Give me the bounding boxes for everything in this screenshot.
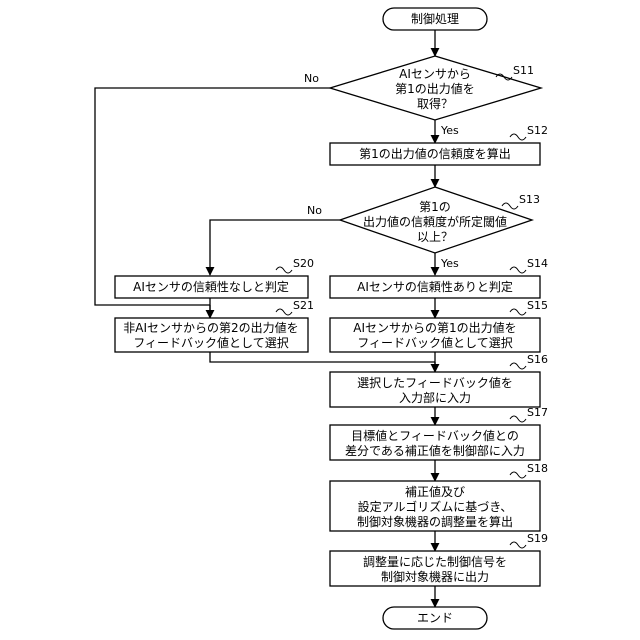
s16-id: S16 (527, 353, 548, 366)
s11-line-2: 第1の出力値を (395, 81, 475, 96)
s13-decision: 第1の 出力値の信頼度が所定閾値 以上？ (340, 187, 532, 253)
start-terminal: 制御処理 (383, 8, 487, 30)
s19-line-1: 調整量に応じた制御信号を (363, 554, 507, 569)
s14-process: AIセンサの信頼性ありと判定 (330, 276, 540, 298)
edge-s21-merge (210, 352, 435, 362)
end-terminal: エンド (383, 607, 487, 629)
s19-line-2: 制御対象機器に出力 (381, 569, 489, 584)
start-label: 制御処理 (411, 11, 459, 26)
s20-process: AIセンサの信頼性なしと判定 (115, 276, 308, 298)
s21-leader (276, 309, 292, 315)
s19-leader (510, 542, 526, 548)
s18-process: 補正値及び 設定アルゴリズムに基づき、 制御対象機器の調整量を算出 (330, 481, 540, 531)
step-tags: S11 S12 S13 S14 S15 S16 S17 S18 S19 S20 … (276, 64, 548, 548)
s17-leader (510, 416, 526, 422)
s14-line-1: AIセンサの信頼性ありと判定 (357, 279, 513, 294)
s15-leader (510, 309, 526, 315)
s17-line-1: 目標値とフィードバック値との (351, 428, 519, 443)
s13-line-3: 以上？ (417, 230, 453, 244)
s13-line-1: 第1の (419, 200, 451, 214)
edge-s13-s20-no (210, 220, 340, 275)
s15-line-1: AIセンサからの第1の出力値を (353, 320, 516, 335)
s19-process: 調整量に応じた制御信号を 制御対象機器に出力 (330, 551, 540, 586)
s12-id: S12 (527, 124, 548, 137)
s11-line-3: 取得？ (417, 96, 453, 111)
s13-id: S13 (519, 193, 540, 206)
yes-label-s11: Yes (440, 124, 459, 137)
s14-id: S14 (527, 257, 548, 270)
s15-id: S15 (527, 299, 548, 312)
s21-process: 非AIセンサからの第2の出力値を フィードバック値として選択 (115, 318, 308, 352)
s18-line-1: 補正値及び (405, 484, 465, 499)
s13-leader (502, 203, 518, 209)
no-label-s11: No (304, 72, 319, 85)
s15-process: AIセンサからの第1の出力値を フィードバック値として選択 (330, 318, 540, 352)
s21-line-2: フィードバック値として選択 (133, 335, 288, 350)
s17-id: S17 (527, 406, 548, 419)
s18-line-3: 制御対象機器の調整量を算出 (357, 514, 513, 529)
no-label-s13: No (307, 204, 322, 217)
s20-id: S20 (293, 257, 314, 270)
s18-line-2: 設定アルゴリズムに基づき、 (358, 499, 513, 514)
s11-decision: AIセンサから 第1の出力値を 取得？ (330, 56, 541, 120)
s21-line-1: 非AIセンサからの第2の出力値を (123, 320, 298, 335)
s21-id: S21 (293, 299, 314, 312)
s13-line-2: 出力値の信頼度が所定閾値 (363, 214, 507, 229)
s19-id: S19 (527, 532, 548, 545)
s17-line-2: 差分である補正値を制御部に入力 (345, 443, 525, 458)
s12-process: 第1の出力値の信頼度を算出 (330, 143, 540, 165)
s11-line-1: AIセンサから (399, 67, 471, 81)
s14-leader (510, 267, 526, 273)
yes-label-s13: Yes (440, 257, 459, 270)
s16-line-2: 入力部に入力 (399, 390, 471, 405)
s16-process: 選択したフィードバック値を 入力部に入力 (330, 372, 540, 407)
end-label: エンド (417, 611, 453, 625)
s20-leader (276, 267, 292, 273)
s15-line-2: フィードバック値として選択 (357, 335, 512, 350)
s16-line-1: 選択したフィードバック値を (357, 375, 513, 390)
s20-line-1: AIセンサの信頼性なしと判定 (133, 279, 289, 294)
s11-id: S11 (513, 64, 534, 77)
s12-line-1: 第1の出力値の信頼度を算出 (359, 146, 511, 161)
edge-s11-s21-no (95, 88, 330, 305)
s18-leader (510, 472, 526, 478)
s16-leader (510, 363, 526, 369)
s12-leader (510, 134, 526, 140)
s18-id: S18 (527, 462, 548, 475)
s17-process: 目標値とフィードバック値との 差分である補正値を制御部に入力 (330, 425, 540, 460)
